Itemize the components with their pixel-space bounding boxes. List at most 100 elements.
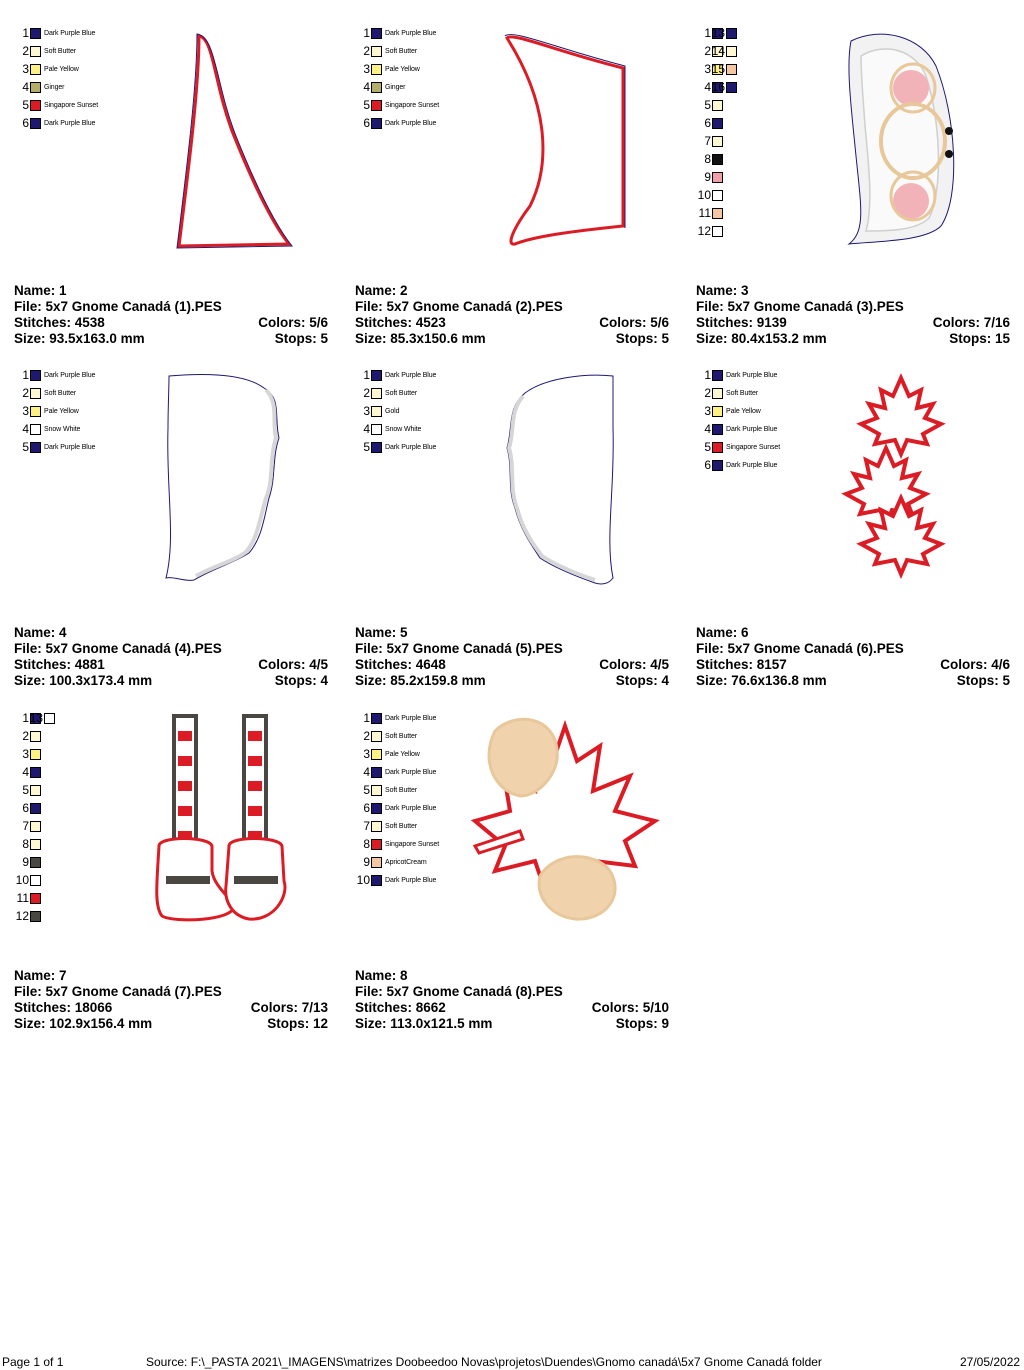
color-number: 13 [29,711,43,725]
color-swatch [30,99,41,111]
design-file: File: 5x7 Gnome Canadá (7).PES [14,984,222,999]
color-swatch [712,171,723,183]
thread-name: Ginger [44,83,65,91]
thread-name: Dark Purple Blue [385,876,437,884]
color-number: 1 [704,368,711,382]
color-number: 9 [22,855,29,869]
design-name: Name: 5 [355,625,408,640]
color-number: 11 [698,206,711,220]
color-number: 8 [22,837,29,851]
color-swatch [30,802,41,814]
design-colors: Colors: 4/5 [599,657,669,672]
color-swatch [30,27,41,39]
color-number: 6 [704,458,711,472]
color-swatch [712,405,723,417]
color-swatch [712,135,723,147]
color-swatch-row: 15 [710,62,737,76]
color-number: 6 [22,801,29,815]
color-swatch-row: 4 Ginger [355,80,405,94]
color-swatch-row: 14 [710,44,737,58]
design-size: Size: 100.3x173.4 mm [14,673,153,688]
color-number: 1 [363,711,370,725]
color-number: 4 [704,422,711,436]
thread-name: Ginger [385,83,406,91]
thread-name: Soft Butter [385,732,417,740]
thread-name: Pale Yellow [385,750,420,758]
color-swatch-row: 2 [696,44,723,58]
design-preview-beard-left [165,373,280,581]
design-colors: Colors: 7/16 [932,315,1010,330]
design-colors: Colors: 5/10 [591,1000,669,1015]
color-swatch [712,99,723,111]
thread-name: Dark Purple Blue [44,443,96,451]
source-path: Source: F:\_PASTA 2021\_IMAGENS\matrizes… [146,1355,822,1369]
design-file: File: 5x7 Gnome Canadá (3).PES [696,299,904,314]
thread-name: ApricotCream [385,858,427,866]
color-swatch-row: 5 Dark Purple Blue [14,440,95,454]
color-number: 5 [363,783,370,797]
design-info: Name: 2 File: 5x7 Gnome Canadá (2).PES S… [355,283,669,347]
color-swatch [30,910,41,922]
color-number: 9 [704,170,711,184]
color-number: 3 [22,404,29,418]
color-number: 2 [363,729,370,743]
color-swatch [712,225,723,237]
color-swatch-row: 4 [14,765,41,779]
color-number: 2 [22,44,29,58]
color-swatch [712,153,723,165]
color-swatch [371,766,382,778]
design-file: File: 5x7 Gnome Canadá (4).PES [14,641,222,656]
color-swatch [30,874,41,886]
design-size: Size: 85.3x150.6 mm [355,331,486,346]
thread-name: Dark Purple Blue [385,714,437,722]
color-number: 1 [704,26,711,40]
color-number: 8 [704,152,711,166]
thread-name: Soft Butter [44,47,76,55]
color-swatch [712,45,723,57]
color-number: 4 [22,422,29,436]
thread-name: Dark Purple Blue [385,29,437,37]
thread-name: Snow White [44,425,81,433]
color-swatch [371,748,382,760]
design-size: Size: 93.5x163.0 mm [14,331,145,346]
color-number: 5 [22,440,29,454]
thread-name: Dark Purple Blue [726,371,778,379]
color-number: 4 [363,80,370,94]
design-name: Name: 4 [14,625,67,640]
design-stitches: Stitches: 18066 [14,1000,113,1015]
design-file: File: 5x7 Gnome Canadá (5).PES [355,641,563,656]
color-swatch [371,99,382,111]
design-info: Name: 7 File: 5x7 Gnome Canadá (7).PES S… [14,968,328,1032]
color-swatch-row: 3 [696,62,723,76]
color-swatch-row: 12 [696,224,723,238]
color-number: 4 [22,80,29,94]
color-number: 4 [363,765,370,779]
color-swatch-row: 1 Dark Purple Blue [696,368,777,382]
design-colors: Colors: 5/6 [258,315,328,330]
page-number: Page 1 of 1 [2,1355,64,1369]
color-number: 13 [711,26,725,40]
color-swatch-row: 10 [14,873,41,887]
color-number: 1 [22,368,29,382]
color-number: 4 [704,80,711,94]
color-swatch [712,441,723,453]
color-number: 4 [363,422,370,436]
thread-name: Soft Butter [385,822,417,830]
color-number: 5 [363,98,370,112]
color-number: 2 [22,386,29,400]
color-swatch [726,45,737,57]
design-size: Size: 80.4x153.2 mm [696,331,827,346]
color-swatch [712,81,723,93]
color-number: 7 [704,134,711,148]
